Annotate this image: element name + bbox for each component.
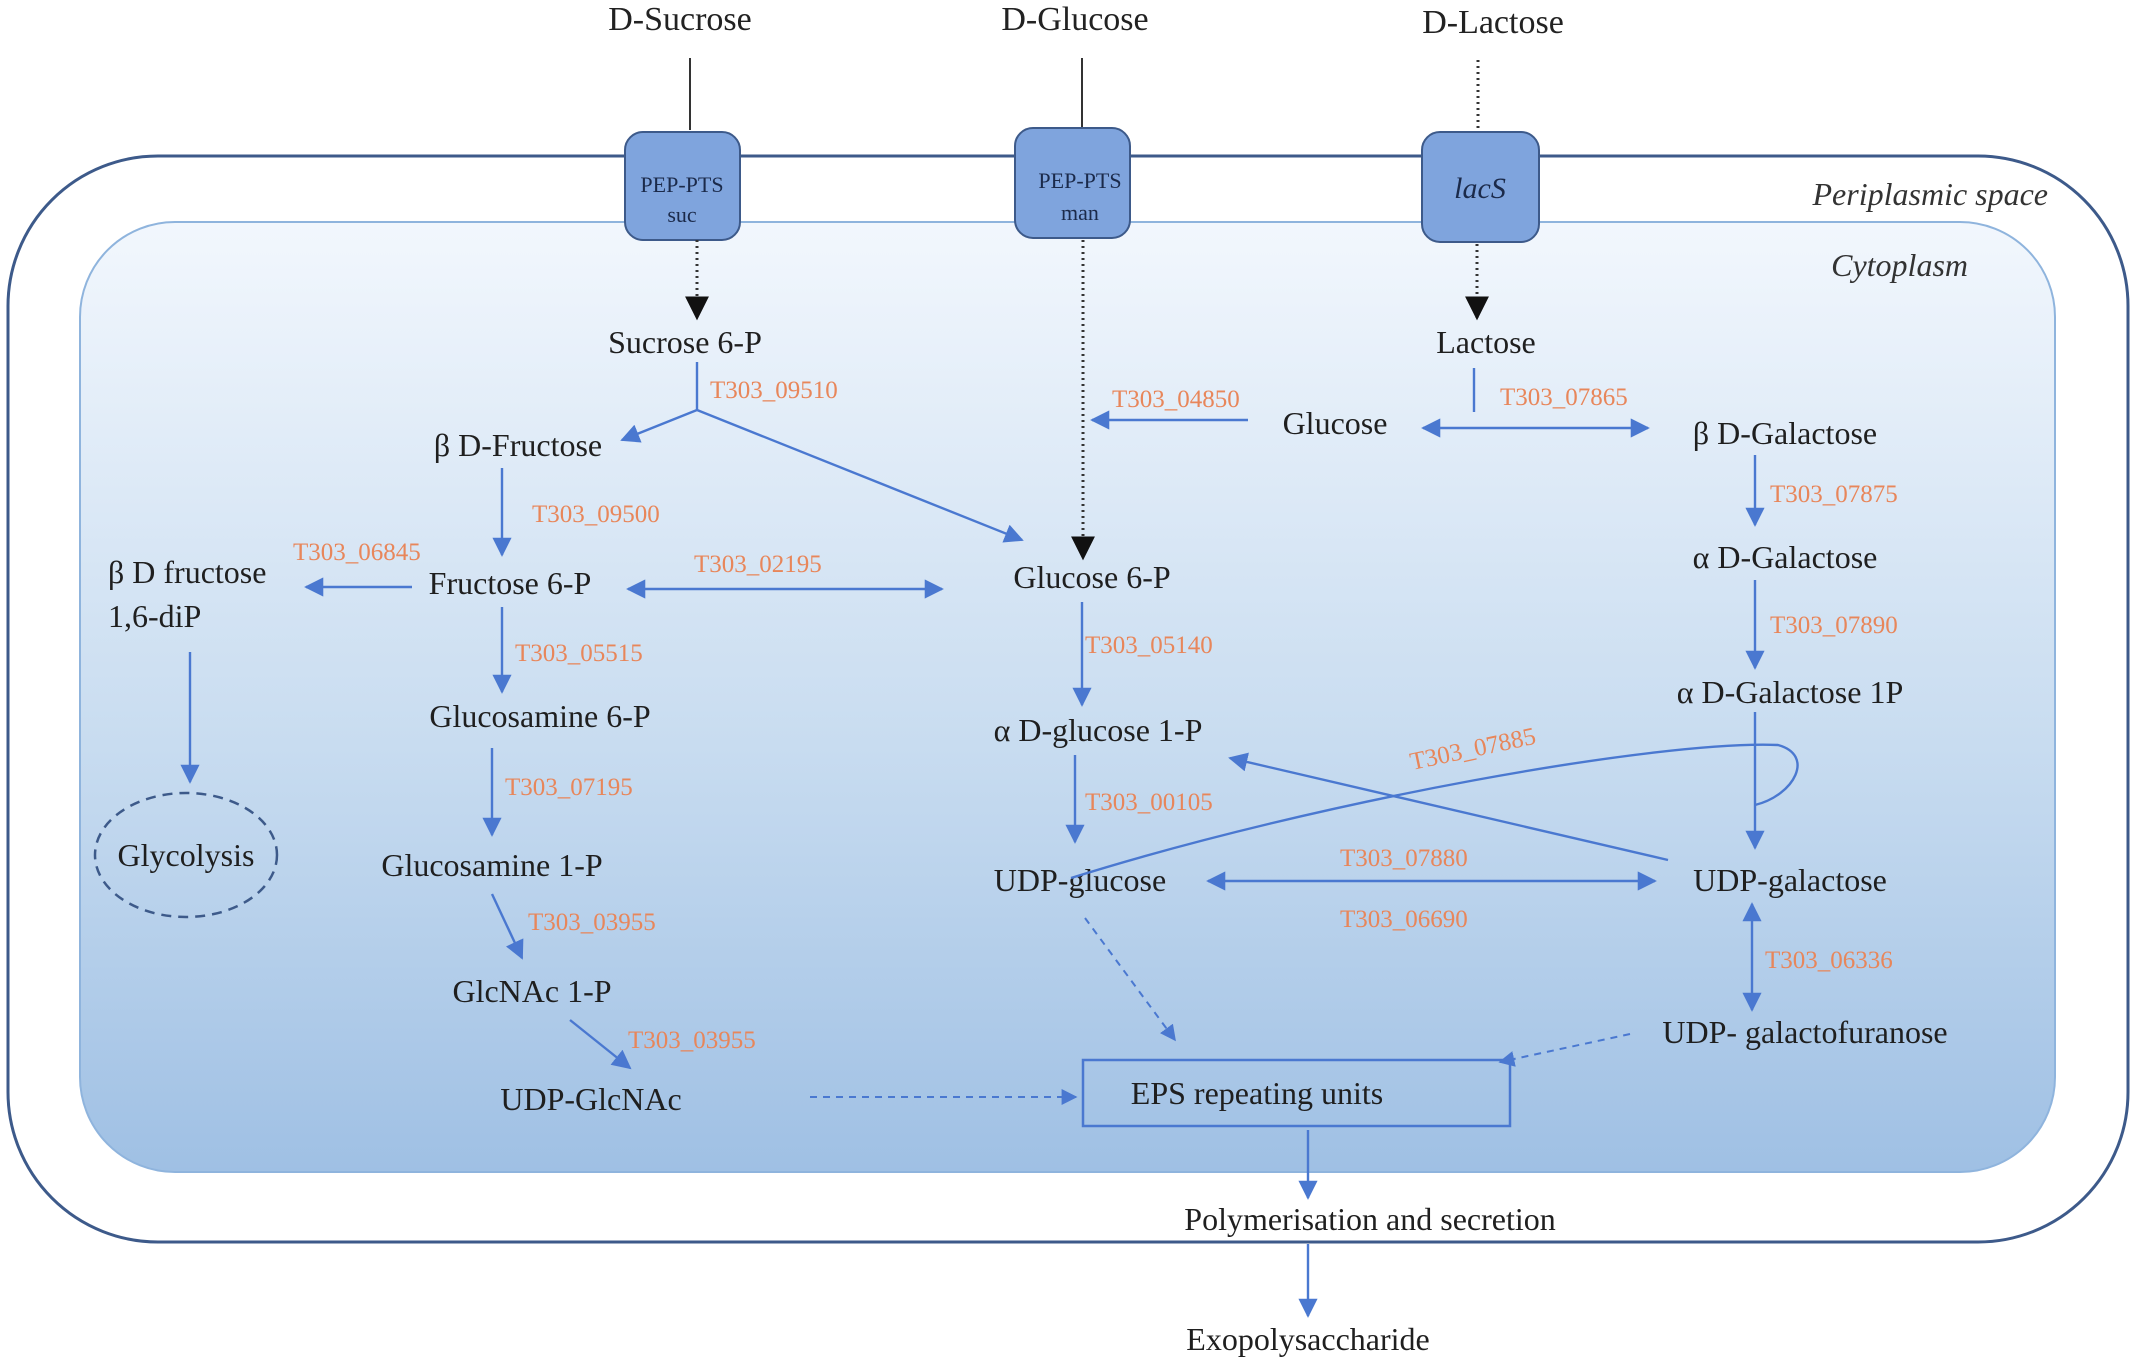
gene-label: T303_03955: [628, 1027, 756, 1054]
a-d-galactose-label: α D-Galactose: [1693, 539, 1878, 575]
fructose-6p-label: Fructose 6-P: [429, 565, 592, 601]
gene-label: T303_07865: [1500, 384, 1628, 411]
gene-label: T303_03955: [528, 909, 656, 936]
gene-label: T303_00105: [1085, 789, 1213, 816]
gene-label: T303_09510: [710, 377, 838, 404]
d-sucrose-label: D-Sucrose: [608, 1, 752, 38]
svg-text:suc: suc: [667, 202, 697, 227]
svg-text:PEP-PTS: PEP-PTS: [640, 172, 723, 197]
svg-text:man: man: [1061, 200, 1099, 225]
pep-pts-suc-transporter: PEP-PTS suc: [624, 131, 741, 241]
glucose-label: Glucose: [1283, 405, 1388, 441]
cytoplasm-label: Cytoplasm: [1831, 247, 1968, 283]
gene-label: T303_05140: [1085, 632, 1213, 659]
udp-galactose-label: UDP-galactose: [1693, 862, 1887, 898]
svg-text:PEP-PTS: PEP-PTS: [1038, 168, 1121, 193]
polymerisation-label: Polymerisation and secretion: [1184, 1201, 1555, 1237]
a-d-galactose-1p-label: α D-Galactose 1P: [1677, 674, 1903, 710]
b-d-fructose-label: β D-Fructose: [434, 427, 602, 463]
gene-label: T303_02195: [694, 551, 822, 578]
gene-label: T303_09500: [532, 501, 660, 528]
udp-glucose-label: UDP-glucose: [994, 862, 1166, 898]
glucosamine-6p-label: Glucosamine 6-P: [429, 698, 650, 734]
gene-label: T303_04850: [1112, 386, 1240, 413]
d-glucose-label: D-Glucose: [1001, 1, 1148, 38]
periplasmic-space-label: Periplasmic space: [1812, 176, 2049, 212]
gene-label: T303_05515: [515, 640, 643, 667]
a-d-glucose-1p-label: α D-glucose 1-P: [994, 712, 1203, 748]
eps-repeating-units-box: [1081, 1058, 1512, 1128]
b-d-fructose-diP-label-2: 1,6-diP: [108, 598, 201, 634]
gene-label: T303_07890: [1770, 612, 1898, 639]
lactose-label: Lactose: [1436, 324, 1536, 360]
glycolysis-ellipse: [93, 791, 279, 919]
exopolysaccharide-label: Exopolysaccharide: [1186, 1321, 1429, 1357]
b-d-galactose-label: β D-Galactose: [1693, 415, 1877, 451]
udp-glcnac-label: UDP-GlcNAc: [500, 1081, 681, 1117]
svg-text:lacS: lacS: [1454, 172, 1506, 205]
gene-label: T303_06336: [1765, 947, 1893, 974]
gene-label: T303_07195: [505, 774, 633, 801]
lacs-transporter: lacS: [1421, 131, 1540, 243]
glucosamine-1p-label: Glucosamine 1-P: [381, 847, 602, 883]
reaction-arrows: [180, 362, 1799, 1318]
glucose-6p-label: Glucose 6-P: [1013, 559, 1170, 595]
pep-pts-man-transporter: PEP-PTS man: [1014, 127, 1131, 239]
eps-repeating-units-label: EPS repeating units: [1131, 1075, 1383, 1111]
gene-label: T303_07880: [1340, 845, 1468, 872]
glcnac-1p-label: GlcNAc 1-P: [452, 973, 611, 1009]
gene-label: T303_06690: [1340, 906, 1468, 933]
glycolysis-label: Glycolysis: [118, 837, 255, 873]
d-lactose-label: D-Lactose: [1422, 4, 1564, 41]
b-d-fructose-diP-label: β D fructose: [108, 554, 266, 590]
sucrose-6p-label: Sucrose 6-P: [608, 324, 762, 360]
gene-label: T303_07875: [1770, 481, 1898, 508]
gene-label: T303_06845: [293, 539, 421, 566]
udp-galactofuranose-label: UDP- galactofuranose: [1662, 1014, 1947, 1050]
